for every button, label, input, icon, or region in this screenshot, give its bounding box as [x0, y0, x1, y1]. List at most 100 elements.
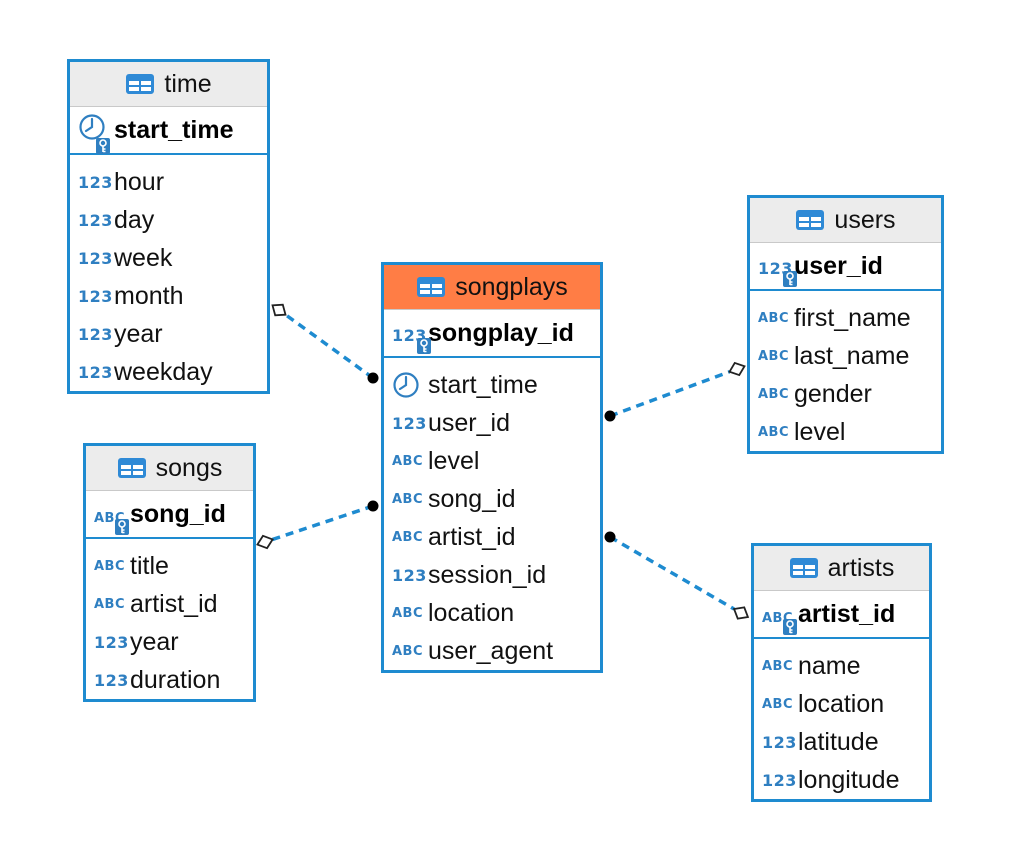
- table-header[interactable]: time: [70, 62, 267, 107]
- pk-type: ABC: [762, 600, 798, 635]
- column-row[interactable]: start_time: [384, 366, 600, 404]
- column-name: last_name: [794, 341, 910, 370]
- relationship-many-end: [367, 500, 379, 512]
- text-type-icon: ABC: [758, 386, 790, 402]
- column-name: location: [428, 598, 515, 627]
- relationship-songplays-users[interactable]: [604, 360, 747, 422]
- key-type-icon: 123: [392, 319, 431, 354]
- relationship-line[interactable]: [272, 504, 374, 542]
- table-header[interactable]: users: [750, 198, 941, 243]
- numeric-type-icon: 123: [78, 172, 113, 192]
- table-icon: [789, 558, 818, 578]
- column-type: ABC: [758, 387, 794, 402]
- pk-type: ABC: [94, 500, 130, 535]
- column-name: year: [114, 319, 163, 348]
- column-name: week: [114, 243, 173, 272]
- relationship-songplays-time[interactable]: [269, 300, 379, 384]
- column-type: 123: [78, 173, 114, 192]
- column-type: 123: [78, 249, 114, 268]
- column-type: 123: [392, 414, 428, 433]
- column-name: user_id: [428, 408, 510, 437]
- table-header[interactable]: songplays: [384, 265, 600, 310]
- relationship-songplays-artists[interactable]: [604, 531, 752, 623]
- column-type: 123: [94, 671, 130, 690]
- timestamp-key-icon: [78, 113, 110, 154]
- column-name: gender: [794, 379, 872, 408]
- relationship-one-end: [728, 361, 746, 377]
- column-type: ABC: [758, 349, 794, 364]
- table-header[interactable]: artists: [754, 546, 929, 591]
- column-name: day: [114, 205, 155, 234]
- column-name: artist_id: [130, 589, 218, 618]
- column-name: weekday: [114, 357, 213, 386]
- column-type: 123: [78, 325, 114, 344]
- relationship-line[interactable]: [284, 313, 375, 380]
- table-name: time: [164, 69, 212, 98]
- primary-key-row[interactable]: start_time: [70, 107, 267, 155]
- column-name: location: [798, 689, 885, 718]
- key-type-icon: 123: [758, 252, 797, 287]
- column-type: ABC: [762, 697, 798, 712]
- column-type: ABC: [94, 597, 130, 612]
- relationship-songplays-songs[interactable]: [255, 500, 379, 551]
- clock-icon: [79, 113, 105, 140]
- numeric-type-icon: 123: [78, 324, 113, 344]
- relationship-line[interactable]: [609, 370, 731, 418]
- numeric-type-icon: 123: [94, 632, 129, 652]
- relationship-many-end: [604, 410, 616, 422]
- text-type-icon: ABC: [762, 696, 794, 712]
- column-type: ABC: [392, 492, 428, 507]
- column-name: duration: [130, 665, 221, 694]
- pk-type: [78, 113, 114, 154]
- text-type-icon: ABC: [758, 310, 790, 326]
- primary-key-icon: [115, 518, 130, 535]
- primary-key-icon: [783, 618, 798, 635]
- text-type-icon: ABC: [392, 453, 424, 469]
- relationship-one-end: [256, 534, 274, 550]
- primary-key-name: user_id: [794, 251, 883, 280]
- relationship-line[interactable]: [609, 535, 735, 611]
- numeric-type-icon: 123: [392, 565, 427, 585]
- table-header[interactable]: songs: [86, 446, 253, 491]
- primary-key-name: start_time: [114, 115, 234, 144]
- column-type: ABC: [758, 311, 794, 326]
- column-name: first_name: [794, 303, 911, 332]
- text-type-icon: ABC: [762, 658, 794, 674]
